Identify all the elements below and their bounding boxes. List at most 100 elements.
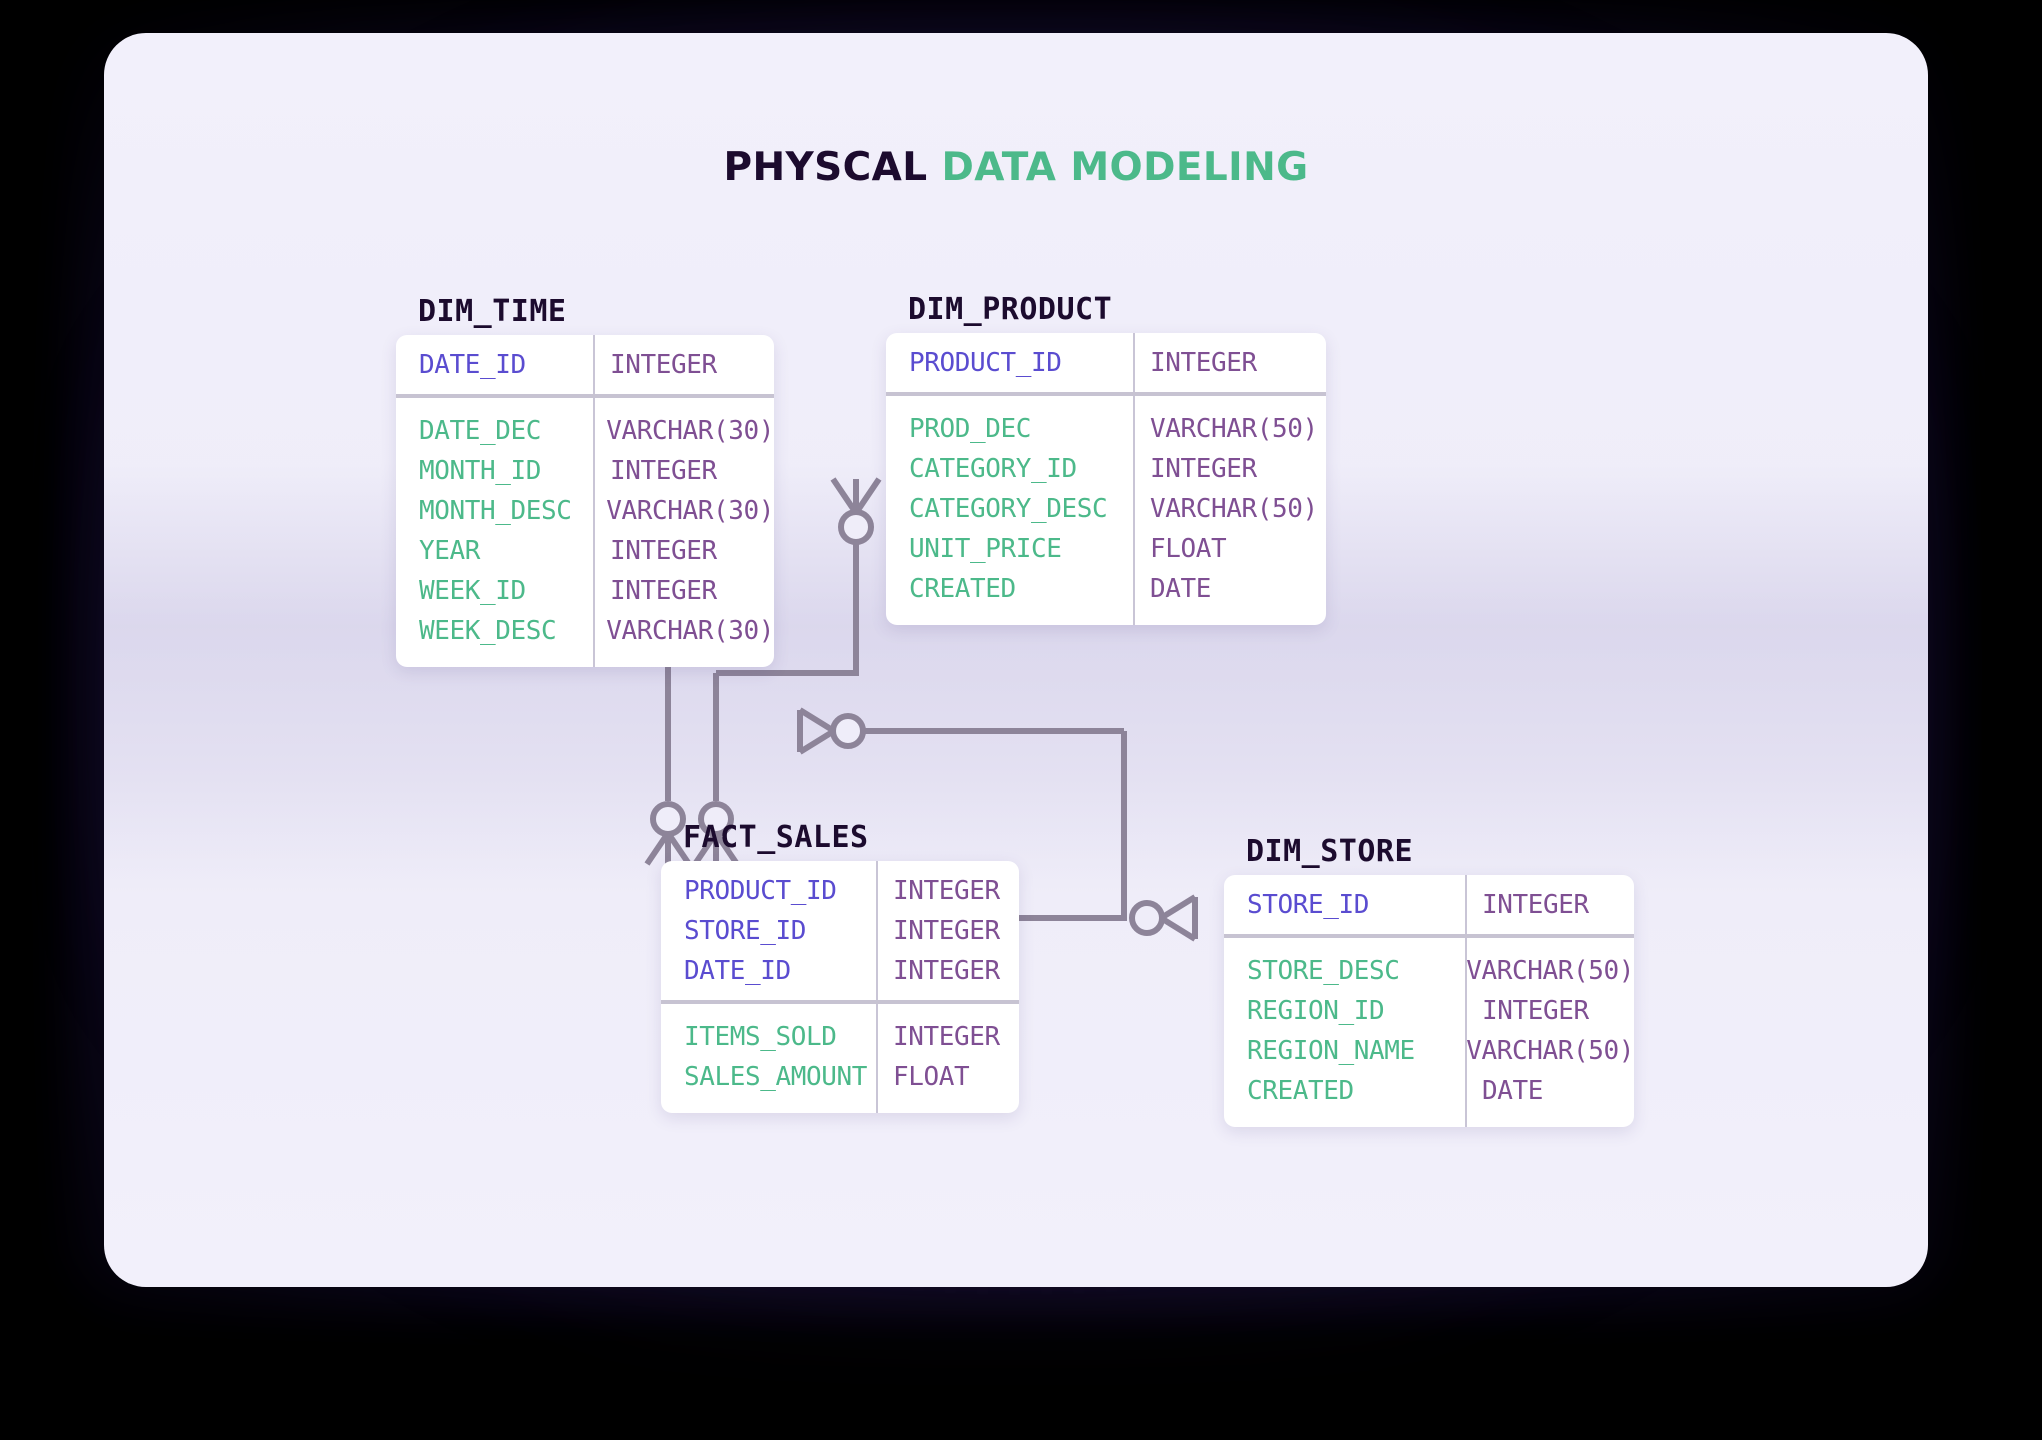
field-name: WEEK_DESC bbox=[419, 616, 557, 646]
table-row[interactable]: CREATED DATE bbox=[1224, 1071, 1634, 1111]
table-row[interactable]: REGION_NAME VARCHAR(50) bbox=[1224, 1031, 1634, 1071]
field-name: DATE_DEC bbox=[419, 416, 542, 446]
table-row[interactable]: YEAR INTEGER bbox=[396, 531, 774, 571]
column-separator bbox=[1465, 938, 1467, 1127]
field-type: VARCHAR(50) bbox=[1466, 1036, 1634, 1066]
table-row[interactable]: STORE_DESC VARCHAR(50) bbox=[1224, 951, 1634, 991]
field-name: WEEK_ID bbox=[419, 576, 526, 606]
entity-title-dim-product: DIM_PRODUCT bbox=[908, 292, 1113, 327]
field-type: INTEGER bbox=[610, 536, 717, 566]
field-type: INTEGER bbox=[1150, 454, 1257, 484]
primary-key-group: PRODUCT_ID INTEGER bbox=[886, 333, 1326, 392]
entity-box-dim-product: PRODUCT_ID INTEGER PROD_DEC VARCHAR(50) … bbox=[886, 333, 1326, 625]
field-name: MONTH_ID bbox=[419, 456, 542, 486]
primary-key-group: PRODUCT_ID INTEGER STORE_ID INTEGER DATE… bbox=[661, 861, 1019, 1000]
table-row[interactable]: DATE_ID INTEGER bbox=[661, 951, 1019, 991]
field-type: INTEGER bbox=[610, 456, 717, 486]
column-separator bbox=[1133, 333, 1135, 392]
table-row[interactable]: STORE_ID INTEGER bbox=[1224, 885, 1634, 925]
field-type: INTEGER bbox=[1150, 348, 1257, 378]
column-separator bbox=[593, 398, 595, 667]
attribute-group: STORE_DESC VARCHAR(50) REGION_ID INTEGER… bbox=[1224, 934, 1634, 1127]
attribute-group: ITEMS_SOLD INTEGER SALES_AMOUNT FLOAT bbox=[661, 1000, 1019, 1113]
page-title: PHYSCAL DATA MODELING bbox=[104, 145, 1928, 190]
field-name: STORE_ID bbox=[684, 916, 807, 946]
field-name: CATEGORY_ID bbox=[909, 454, 1077, 484]
field-type: VARCHAR(30) bbox=[606, 496, 774, 526]
field-name: SALES_AMOUNT bbox=[684, 1062, 868, 1092]
page-title-accent: DATA MODELING bbox=[941, 145, 1309, 190]
field-name: PRODUCT_ID bbox=[909, 348, 1062, 378]
table-row[interactable]: DATE_DEC VARCHAR(30) bbox=[396, 411, 774, 451]
field-name: CATEGORY_DESC bbox=[909, 494, 1108, 524]
field-type: FLOAT bbox=[893, 1062, 970, 1092]
cardinality-zero-or-many-store-left bbox=[797, 707, 866, 755]
diagram-canvas: PHYSCAL DATA MODELING bbox=[104, 33, 1928, 1287]
field-name: DATE_ID bbox=[684, 956, 791, 986]
table-row[interactable]: SALES_AMOUNT FLOAT bbox=[661, 1057, 1019, 1097]
field-type: VARCHAR(50) bbox=[1466, 956, 1634, 986]
column-separator bbox=[876, 1004, 878, 1113]
table-row[interactable]: MONTH_DESC VARCHAR(30) bbox=[396, 491, 774, 531]
field-type: FLOAT bbox=[1150, 534, 1227, 564]
table-row[interactable]: PROD_DEC VARCHAR(50) bbox=[886, 409, 1326, 449]
field-name: REGION_ID bbox=[1247, 996, 1385, 1026]
table-row[interactable]: PRODUCT_ID INTEGER bbox=[886, 343, 1326, 383]
field-type: INTEGER bbox=[893, 1022, 1000, 1052]
field-type: INTEGER bbox=[610, 350, 717, 380]
page-title-lead: PHYSCAL bbox=[723, 145, 928, 190]
field-name: MONTH_DESC bbox=[419, 496, 572, 526]
entity-box-dim-store: STORE_ID INTEGER STORE_DESC VARCHAR(50) … bbox=[1224, 875, 1634, 1127]
column-separator bbox=[876, 861, 878, 1000]
field-type: INTEGER bbox=[893, 876, 1000, 906]
table-row[interactable]: PRODUCT_ID INTEGER bbox=[661, 871, 1019, 911]
primary-key-group: STORE_ID INTEGER bbox=[1224, 875, 1634, 934]
table-row[interactable]: CATEGORY_DESC VARCHAR(50) bbox=[886, 489, 1326, 529]
attribute-group: DATE_DEC VARCHAR(30) MONTH_ID INTEGER MO… bbox=[396, 394, 774, 667]
table-row[interactable]: REGION_ID INTEGER bbox=[1224, 991, 1634, 1031]
table-row[interactable]: DATE_ID INTEGER bbox=[396, 345, 774, 385]
field-type: INTEGER bbox=[1482, 890, 1589, 920]
entity-fact-sales[interactable]: FACT_SALES PRODUCT_ID INTEGER STORE_ID I… bbox=[661, 820, 1019, 1113]
field-name: PRODUCT_ID bbox=[684, 876, 837, 906]
entity-box-fact-sales: PRODUCT_ID INTEGER STORE_ID INTEGER DATE… bbox=[661, 861, 1019, 1113]
primary-key-group: DATE_ID INTEGER bbox=[396, 335, 774, 394]
field-name: DATE_ID bbox=[419, 350, 526, 380]
cardinality-zero-or-many-store-right bbox=[1129, 894, 1198, 942]
table-row[interactable]: CREATED DATE bbox=[886, 569, 1326, 609]
field-type: VARCHAR(30) bbox=[606, 616, 774, 646]
field-type: VARCHAR(50) bbox=[1150, 494, 1318, 524]
field-name: CREATED bbox=[909, 574, 1016, 604]
cardinality-zero-or-many-product-top bbox=[830, 477, 882, 545]
entity-title-fact-sales: FACT_SALES bbox=[683, 820, 869, 855]
field-type: INTEGER bbox=[893, 956, 1000, 986]
entity-dim-time[interactable]: DIM_TIME DATE_ID INTEGER DATE_DEC VARCHA… bbox=[396, 294, 774, 667]
field-type: DATE bbox=[1150, 574, 1212, 604]
table-row[interactable]: MONTH_ID INTEGER bbox=[396, 451, 774, 491]
field-type: DATE bbox=[1482, 1076, 1544, 1106]
table-row[interactable]: WEEK_DESC VARCHAR(30) bbox=[396, 611, 774, 651]
field-name: PROD_DEC bbox=[909, 414, 1032, 444]
table-row[interactable]: UNIT_PRICE FLOAT bbox=[886, 529, 1326, 569]
field-name: ITEMS_SOLD bbox=[684, 1022, 837, 1052]
entity-title-dim-time: DIM_TIME bbox=[418, 294, 567, 329]
column-separator bbox=[593, 335, 595, 394]
field-name: CREATED bbox=[1247, 1076, 1354, 1106]
field-name: STORE_DESC bbox=[1247, 956, 1400, 986]
field-name: YEAR bbox=[419, 536, 481, 566]
entity-dim-product[interactable]: DIM_PRODUCT PRODUCT_ID INTEGER PROD_DEC … bbox=[886, 292, 1326, 625]
field-name: UNIT_PRICE bbox=[909, 534, 1062, 564]
field-type: VARCHAR(50) bbox=[1150, 414, 1318, 444]
entity-title-dim-store: DIM_STORE bbox=[1246, 834, 1414, 869]
entity-dim-store[interactable]: DIM_STORE STORE_ID INTEGER STORE_DESC VA… bbox=[1224, 834, 1634, 1127]
table-row[interactable]: STORE_ID INTEGER bbox=[661, 911, 1019, 951]
table-row[interactable]: ITEMS_SOLD INTEGER bbox=[661, 1017, 1019, 1057]
field-name: STORE_ID bbox=[1247, 890, 1370, 920]
field-name: REGION_NAME bbox=[1247, 1036, 1415, 1066]
column-separator bbox=[1465, 875, 1467, 934]
table-row[interactable]: WEEK_ID INTEGER bbox=[396, 571, 774, 611]
table-row[interactable]: CATEGORY_ID INTEGER bbox=[886, 449, 1326, 489]
column-separator bbox=[1133, 396, 1135, 625]
entity-box-dim-time: DATE_ID INTEGER DATE_DEC VARCHAR(30) MON… bbox=[396, 335, 774, 667]
